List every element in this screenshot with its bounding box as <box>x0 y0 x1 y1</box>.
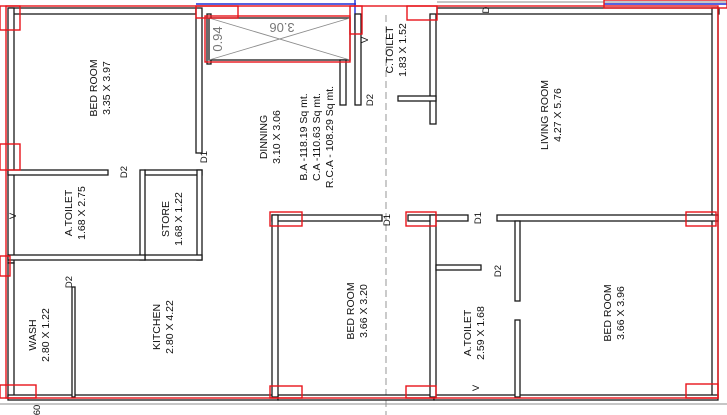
wall-ctoilet-bottom <box>397 95 437 102</box>
wall-ctoilet-right <box>429 13 437 125</box>
room-c-toilet: C.TOILET 1.83 X 1.52 <box>384 23 409 77</box>
room-name: WASH <box>27 319 39 350</box>
room-dimensions: 2.80 X 4.22 <box>164 300 176 354</box>
room-dimensions: 3.10 X 3.06 <box>271 110 283 164</box>
door-marker: D2 <box>493 265 504 277</box>
wall-top-left <box>8 7 197 15</box>
room-dinning: DINNING 3.10 X 3.06 <box>258 110 283 164</box>
duct-cross <box>208 17 351 61</box>
room-dimensions: 3.66 X 3.20 <box>358 284 370 338</box>
wall-store-top <box>144 169 203 176</box>
room-name: C.TOILET <box>384 26 396 74</box>
room-bed-room-2: BED ROOM 3.66 X 3.20 <box>345 282 370 339</box>
wall-left-upper <box>7 7 15 264</box>
carpet-area: C.A -110.63 Sq mt. <box>311 93 323 181</box>
wall-dining-right <box>339 59 347 106</box>
room-a-toilet-1: A.TOILET 1.68 X 2.75 <box>63 186 88 240</box>
wall-bed1-right <box>195 7 203 154</box>
room-dimensions: 1.83 X 1.52 <box>397 23 409 77</box>
room-name: STORE <box>160 201 172 237</box>
door-marker: D1 <box>473 212 484 224</box>
wall-top-right <box>436 7 720 15</box>
room-name: BED ROOM <box>602 284 614 341</box>
room-name: DINNING <box>258 115 270 159</box>
room-name: LIVING ROOM <box>539 80 551 150</box>
wall-bed2-top <box>271 214 383 222</box>
duct-number: 3.06 <box>269 20 294 35</box>
wall-right <box>711 7 719 399</box>
wall-bed3-top-right <box>496 214 719 222</box>
wall-store-right <box>196 169 203 261</box>
room-kitchen: KITCHEN 2.80 X 4.22 <box>151 300 176 354</box>
door-marker: D1 <box>382 214 393 226</box>
wall-atoilet2-top <box>435 264 482 271</box>
duct-number: 0.94 <box>210 26 225 51</box>
wall-atoilet1-bottom <box>7 254 146 261</box>
room-dimensions: 2.80 X 1.22 <box>40 308 52 362</box>
wall-bed2-left <box>271 214 279 398</box>
room-name: KITCHEN <box>151 304 163 350</box>
vent-marker: V <box>471 384 482 391</box>
room-a-toilet-2: A.TOILET 2.59 X 1.68 <box>462 306 487 360</box>
room-living-room: LIVING ROOM 4.27 X 5.76 <box>539 80 564 150</box>
vent-marker: V <box>360 36 371 43</box>
wall-store-bottom <box>144 254 203 261</box>
column <box>269 211 303 227</box>
room-dimensions: 2.59 X 1.68 <box>475 306 487 360</box>
door-marker: D2 <box>119 166 130 178</box>
wall-left-lower <box>7 262 15 399</box>
door-marker: D1 <box>199 151 210 163</box>
wall-bed1-bottom <box>7 169 109 176</box>
area-summary: B.A -118.19 Sq mt. C.A -110.63 Sq mt. R.… <box>298 86 336 188</box>
vent-marker: V <box>8 212 19 219</box>
wall-atoilet2-right-upper <box>514 220 521 302</box>
room-store: STORE 1.68 X 1.22 <box>160 192 185 246</box>
room-name: A.TOILET <box>462 309 474 356</box>
column <box>603 0 727 9</box>
room-dimensions: 4.27 X 5.76 <box>552 88 564 142</box>
room-dimensions: 1.68 X 2.75 <box>76 186 88 240</box>
column <box>0 255 11 277</box>
column <box>685 211 717 227</box>
room-name: BED ROOM <box>88 59 100 116</box>
boundary-outline <box>5 5 719 399</box>
column <box>0 143 21 171</box>
room-dimensions: 3.66 X 3.96 <box>615 286 627 340</box>
wall-atoilet2-right-lower <box>514 319 521 398</box>
wall-bed3-top-left <box>407 214 469 222</box>
room-name: A.TOILET <box>63 189 75 236</box>
door-marker: D <box>481 6 492 13</box>
column <box>204 15 351 63</box>
built-up-area: B.A -118.19 Sq mt. <box>298 93 310 180</box>
room-bed-room-1: BED ROOM 3.35 X 3.97 <box>88 59 113 116</box>
wall-bed2-right <box>429 214 437 398</box>
wall-wash-divider <box>71 286 76 398</box>
room-wash: WASH 2.80 X 1.22 <box>27 308 52 362</box>
door-marker: D2 <box>64 276 75 288</box>
rera-carpet-area: R.C.A - 108.29 Sq mt. <box>324 86 336 188</box>
column <box>405 211 437 227</box>
wall-atoilet1-right <box>139 169 146 261</box>
room-dimensions: 1.68 X 1.22 <box>173 192 185 246</box>
room-bed-room-3: BED ROOM 3.66 X 3.96 <box>602 284 627 341</box>
room-dimensions: 3.35 X 3.97 <box>101 61 113 115</box>
door-marker: D2 <box>365 94 376 106</box>
wall-ctoilet-left <box>354 13 362 106</box>
edge-number: 60 <box>32 405 43 415</box>
room-name: BED ROOM <box>345 282 357 339</box>
